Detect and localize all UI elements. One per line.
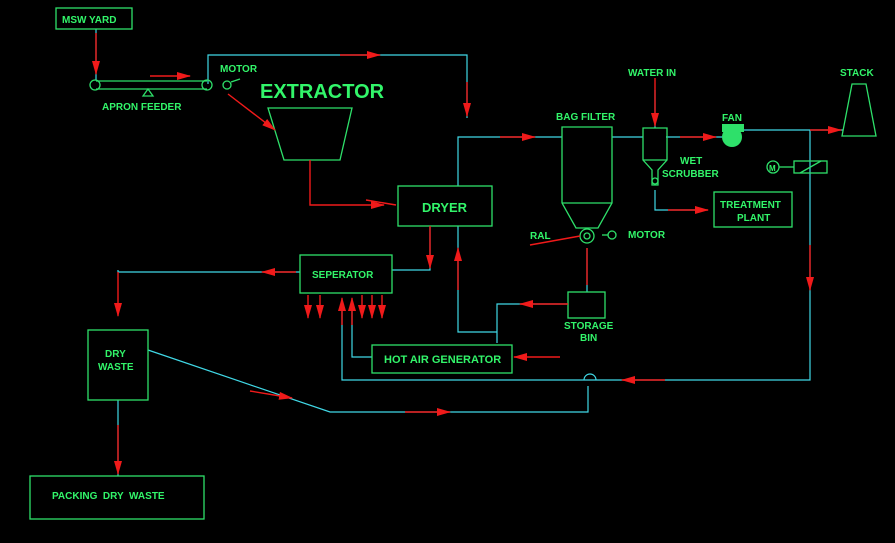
flow-arrows	[92, 33, 842, 475]
msw-yard-box	[55, 7, 133, 30]
pipe-dryer-to-bagfilter	[457, 136, 562, 186]
separator-outlets	[304, 295, 386, 325]
wet-scrubber-body	[642, 127, 668, 186]
fan-symbol	[722, 124, 744, 147]
pipe-return-duct	[596, 130, 811, 381]
packing-box	[29, 475, 205, 520]
dry-waste-label-2: WASTE	[98, 362, 134, 373]
pipe-return-to-separator	[341, 305, 596, 381]
packing-label: PACKING DRY WASTE	[52, 491, 165, 502]
ral-valve	[529, 228, 595, 246]
hot-air-generator-label: HOT AIR GENERATOR	[384, 354, 501, 366]
fan-label: FAN	[722, 113, 742, 124]
motor-m-label: M	[769, 164, 776, 173]
msw-yard-label: MSW YARD	[62, 15, 116, 26]
wet-scrubber-valve	[651, 177, 659, 185]
motor-m-symbol	[766, 160, 828, 174]
pipe-drywaste-loop	[147, 349, 589, 413]
storage-label-2: BIN	[580, 333, 597, 344]
arrow-extractor-to-dryer	[309, 160, 385, 209]
treatment-label-2: PLANT	[737, 213, 770, 224]
seperator-label: SEPERATOR	[312, 270, 374, 281]
apron-feeder-label: APRON FEEDER	[102, 102, 182, 113]
extractor-hopper	[267, 107, 353, 161]
dryer-label: DRYER	[422, 200, 468, 215]
pipe-dryer-to-separator	[392, 226, 431, 271]
pipe-scrubber-to-treatment	[654, 190, 700, 211]
wet-label-2: SCRUBBER	[662, 169, 719, 180]
bag-filter-label: BAG FILTER	[556, 112, 616, 123]
hot-air-generator-box	[371, 344, 513, 374]
dry-waste-box	[87, 329, 149, 401]
wet-label-1: WET	[680, 156, 702, 167]
motor-ral-label: MOTOR	[628, 230, 666, 241]
equipment	[29, 7, 877, 520]
arrow-to-extractor	[227, 93, 276, 131]
arrow-loop-1	[249, 390, 293, 400]
treatment-label-1: TREATMENT	[720, 200, 781, 211]
labels: MSW YARD MOTOR APRON FEEDER EXTRACTOR DR…	[52, 15, 874, 502]
motor-ral-symbol	[602, 230, 617, 240]
apron-feeder	[89, 79, 213, 97]
treatment-plant-box	[713, 191, 793, 228]
line-dryer-in	[365, 199, 397, 206]
pipe-storage-to-hag	[457, 226, 568, 343]
stack-shape	[841, 83, 877, 137]
dryer-box	[397, 185, 493, 227]
bag-filter-body	[561, 126, 613, 229]
storage-label-1: STORAGE	[564, 321, 614, 332]
ral-label: RAL	[530, 231, 551, 242]
pipe-crossover	[583, 373, 597, 381]
motor-top-label: MOTOR	[220, 64, 258, 75]
motor-top-symbol	[222, 78, 241, 90]
storage-bin-box	[567, 291, 606, 319]
piping	[95, 29, 843, 476]
stack-label: STACK	[840, 68, 874, 79]
extractor-label: EXTRACTOR	[260, 81, 385, 103]
dry-waste-label-1: DRY	[105, 349, 126, 360]
water-in-label: WATER IN	[628, 68, 676, 79]
seperator-box	[299, 254, 393, 294]
